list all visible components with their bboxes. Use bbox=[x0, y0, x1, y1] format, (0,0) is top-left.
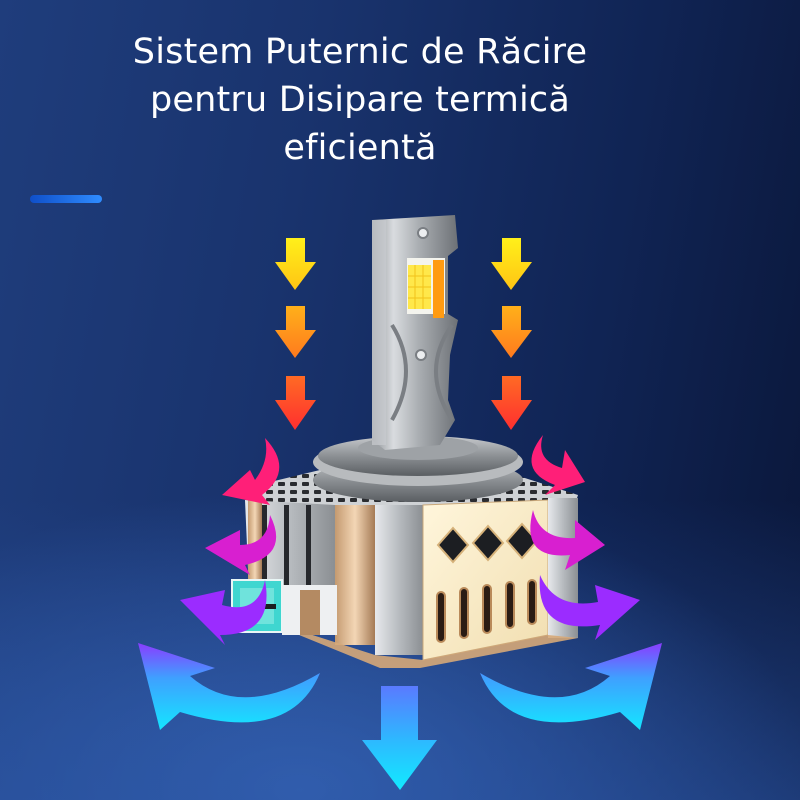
curved-arrow-left-icon bbox=[138, 643, 320, 730]
arrow-down-icon bbox=[362, 686, 437, 790]
hot-air-arrows-right bbox=[491, 238, 532, 430]
curved-arrow-icon bbox=[205, 515, 277, 575]
bulb-socket bbox=[313, 436, 523, 502]
headline-line-2: pentru Disipare termică bbox=[149, 80, 571, 120]
curved-arrow-icon bbox=[530, 510, 605, 570]
curved-arrow-right-icon bbox=[480, 643, 662, 730]
arrow-down-icon bbox=[275, 306, 316, 358]
led-bulb-head bbox=[372, 215, 458, 450]
curved-arrow-icon bbox=[539, 575, 640, 640]
curled-airflow-arrows-right bbox=[530, 435, 640, 640]
arrow-down-icon bbox=[275, 376, 316, 430]
led-chip bbox=[408, 260, 444, 318]
headline-line-1: Sistem Puternic de Răcire bbox=[132, 32, 588, 72]
accent-bar bbox=[30, 195, 102, 203]
headline: Sistem Puternic de Răcire pentru Disipar… bbox=[80, 28, 640, 172]
curved-arrow-icon bbox=[222, 438, 280, 505]
arrow-down-icon bbox=[275, 238, 316, 290]
curved-arrow-icon bbox=[531, 435, 585, 495]
arrow-down-icon bbox=[491, 376, 532, 430]
hot-air-arrows-left bbox=[275, 238, 316, 430]
curved-arrow-icon bbox=[180, 580, 267, 645]
arrow-down-icon bbox=[491, 306, 532, 358]
headline-line-3: eficientă bbox=[283, 128, 437, 168]
cool-air-arrows bbox=[138, 643, 662, 790]
curled-airflow-arrows-left bbox=[180, 438, 280, 645]
arrow-down-icon bbox=[491, 238, 532, 290]
